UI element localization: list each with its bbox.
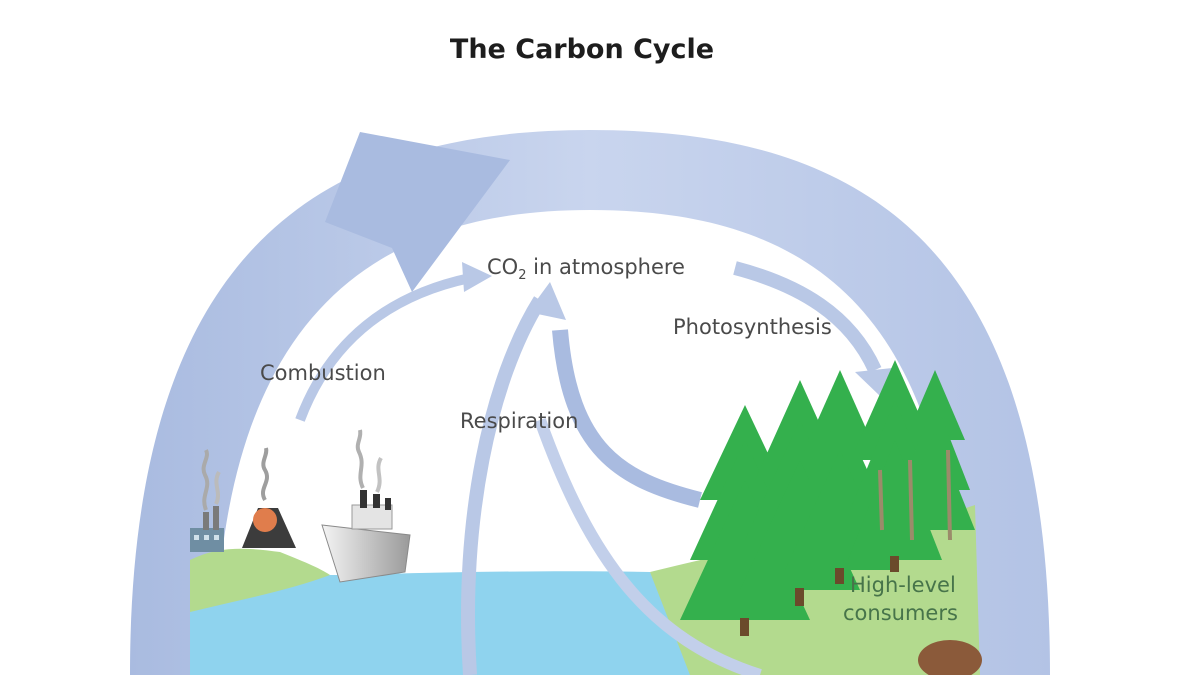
land-left xyxy=(190,548,330,612)
cycle-arrow-head xyxy=(325,132,510,292)
combustion-arrow xyxy=(295,273,472,422)
photosynthesis-arrow xyxy=(733,261,882,373)
high-level-consumers-label-line2: consumers xyxy=(843,601,958,625)
respiration-arrow-inner xyxy=(552,329,702,508)
animal-icon xyxy=(918,640,982,675)
water xyxy=(190,571,700,675)
forest-icon xyxy=(680,360,975,636)
high-level-consumers-label-line1: High-level xyxy=(850,573,956,597)
volcano-icon xyxy=(242,447,296,548)
combustion-arrow-head xyxy=(462,262,492,292)
return-arrow xyxy=(534,417,762,675)
factory-icon xyxy=(190,449,224,552)
photosynthesis-label: Photosynthesis xyxy=(673,315,832,339)
respiration-label: Respiration xyxy=(460,409,578,433)
co2-label: CO2 in atmosphere xyxy=(487,255,685,283)
respiration-arrow-outer xyxy=(461,296,546,675)
respiration-arrow-head xyxy=(528,282,566,320)
combustion-label: Combustion xyxy=(260,361,386,385)
diagram-title: The Carbon Cycle xyxy=(450,34,714,65)
ship-icon xyxy=(321,429,411,583)
cycle-ring xyxy=(130,130,1050,675)
